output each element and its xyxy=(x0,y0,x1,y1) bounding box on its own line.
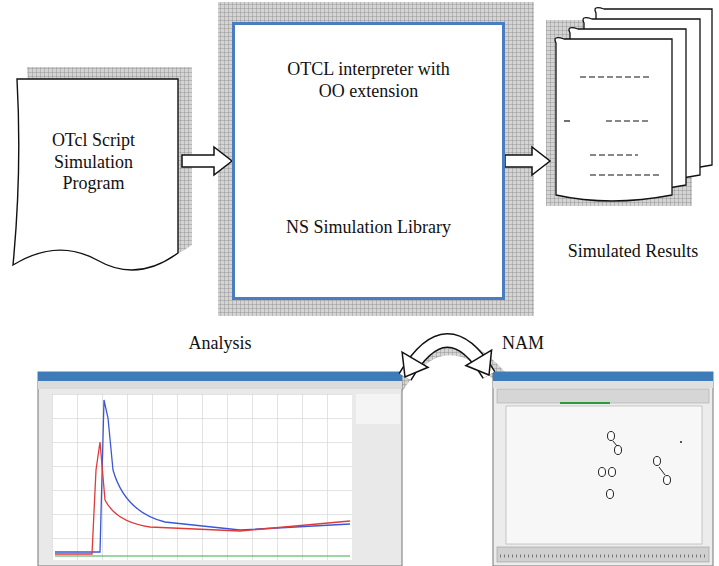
block-arrow xyxy=(505,147,550,175)
shot-node: NAM xyxy=(492,333,714,566)
box-node: OTCL interpreter with OO extension NS Sim… xyxy=(232,22,505,300)
screenshot-label: NAM xyxy=(502,333,544,355)
screenshot-label: Analysis xyxy=(189,333,252,355)
arrow-head xyxy=(466,350,492,375)
node-text: OTCL interpreter with OO extension xyxy=(274,59,464,102)
page-line xyxy=(564,120,570,121)
block-arrow xyxy=(182,147,232,175)
flow-arrow xyxy=(505,147,550,175)
page-line xyxy=(590,154,638,155)
flow-arrow xyxy=(402,340,491,377)
analysis-screenshot xyxy=(38,372,402,566)
results-shadow xyxy=(546,20,692,206)
doc-node: OTcl Script Simulation Program xyxy=(5,75,182,290)
node-text: NS Simulation Library xyxy=(286,217,451,239)
arrow-shadow xyxy=(395,338,505,392)
shot-node: Analysis xyxy=(38,333,402,566)
document-outline xyxy=(13,79,178,270)
page-line xyxy=(606,120,650,121)
node-text: OTcl Script Simulation Program xyxy=(27,130,160,195)
flow-arrow xyxy=(182,147,232,175)
page-line xyxy=(590,174,662,175)
node-text: Simulated Results xyxy=(568,241,699,263)
nam-screenshot xyxy=(493,372,713,566)
pages-node: Simulated Results xyxy=(550,5,716,267)
page-line xyxy=(580,76,650,77)
stacked-pages xyxy=(550,5,716,267)
box-shadow xyxy=(218,2,534,316)
arrow-head xyxy=(402,352,428,377)
result-page xyxy=(555,38,672,201)
